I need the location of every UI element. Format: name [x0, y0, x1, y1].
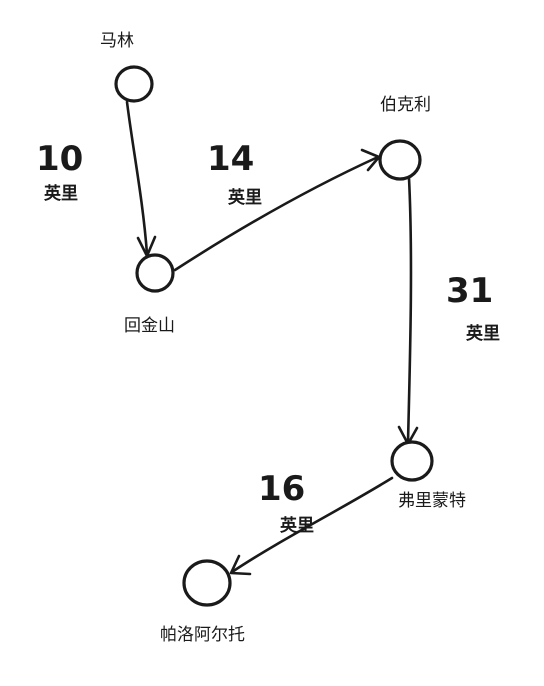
node-paluoaertuo: 帕洛阿尔托 — [160, 559, 245, 645]
edge-malin-to-huijinshan — [125, 100, 157, 258]
distance-unit: 英里 — [466, 323, 500, 344]
node-huijinshan: 回金山 — [124, 253, 175, 336]
node-circle — [135, 253, 175, 293]
distance-value: 16 — [258, 469, 305, 509]
edge-line — [173, 155, 380, 272]
distance-value: 31 — [446, 271, 493, 311]
distance-value: 10 — [36, 139, 83, 179]
node-circle — [114, 65, 154, 103]
edge-huijinshan-to-bokeli — [173, 148, 381, 272]
node-malin: 马林 — [100, 31, 154, 103]
node-fulimengte: 弗里蒙特 — [390, 440, 466, 511]
distance-value: 14 — [207, 139, 254, 179]
distance-unit: 英里 — [44, 183, 78, 204]
distance-malin-to-huijinshan: 10 英里 — [36, 139, 83, 204]
node-label: 回金山 — [124, 316, 175, 336]
node-circle — [182, 559, 232, 607]
node-circle — [378, 139, 422, 181]
node-bokeli: 伯克利 — [378, 95, 431, 181]
distance-fulimengte-to-paluoaertuo: 16 英里 — [258, 469, 314, 536]
edge-line — [230, 476, 394, 574]
distance-bokeli-to-fulimengte: 31 英里 — [446, 271, 500, 344]
node-label: 马林 — [100, 31, 134, 51]
node-label: 伯克利 — [380, 95, 431, 115]
node-label: 弗里蒙特 — [398, 491, 466, 511]
edge-fulimengte-to-paluoaertuo — [229, 476, 394, 576]
node-circle — [390, 440, 434, 482]
edge-line — [125, 100, 149, 256]
node-label: 帕洛阿尔托 — [160, 625, 245, 645]
edge-line — [406, 176, 413, 444]
distance-unit: 英里 — [280, 515, 314, 536]
arrow-head — [229, 554, 252, 576]
edge-bokeli-to-fulimengte — [397, 176, 419, 446]
distance-huijinshan-to-bokeli: 14 英里 — [207, 139, 262, 208]
distance-unit: 英里 — [228, 187, 262, 208]
